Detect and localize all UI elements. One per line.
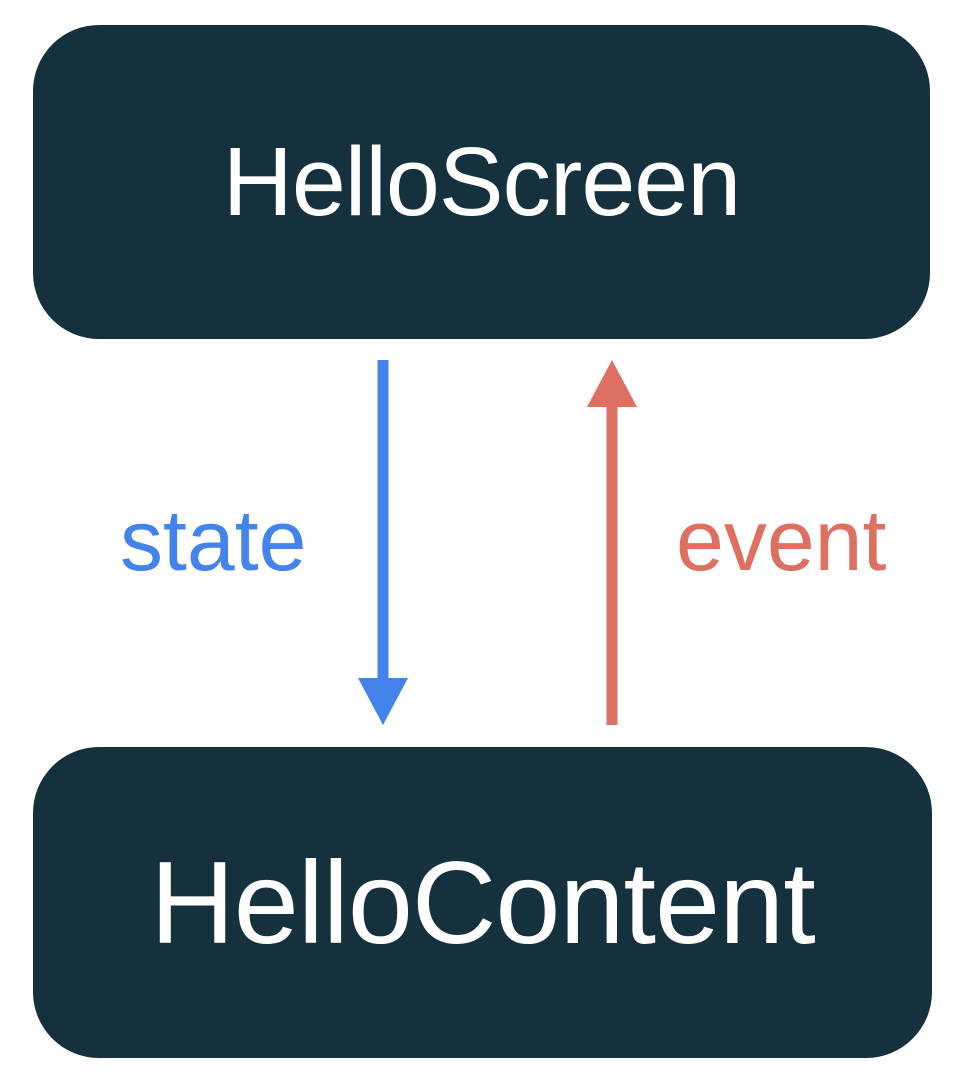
state-arrow-head (358, 678, 408, 725)
node-hello-content: HelloContent (33, 747, 932, 1058)
node-hello-screen-label: HelloScreen (222, 127, 741, 236)
event-arrow-head (587, 360, 637, 407)
node-hello-content-label: HelloContent (150, 837, 815, 968)
state-arrow-down-icon (358, 360, 408, 725)
event-edge-label: event (676, 493, 887, 589)
event-arrow-up-icon (587, 360, 637, 725)
state-edge-label: state (120, 493, 307, 589)
event-arrow-shaft (606, 404, 618, 725)
node-hello-screen: HelloScreen (33, 25, 930, 339)
state-arrow-shaft (377, 360, 389, 682)
